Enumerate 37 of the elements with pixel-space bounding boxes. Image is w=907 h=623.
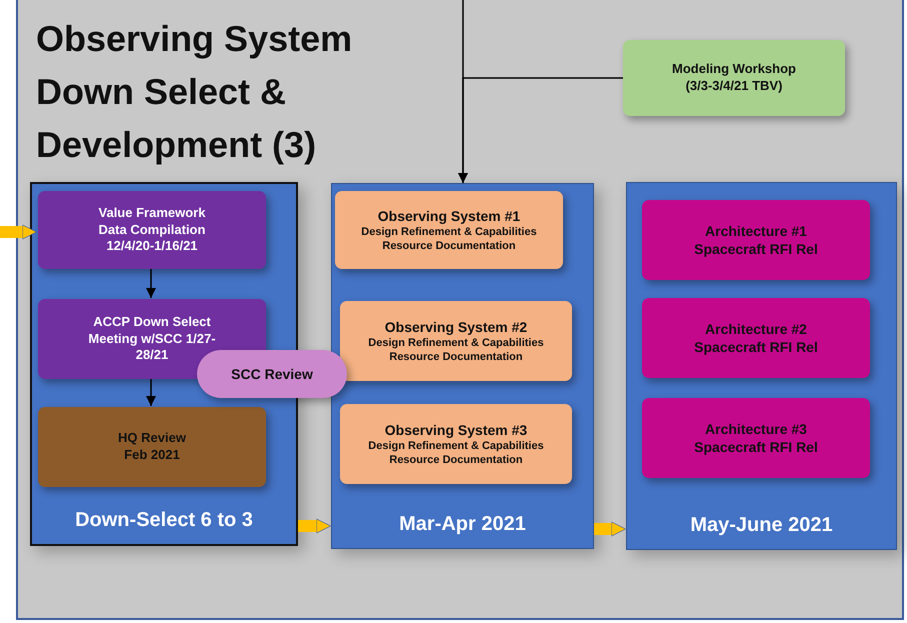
task-box xyxy=(642,298,870,378)
arrow xyxy=(146,378,156,406)
box-text: Architecture #2 Spacecraft RFI Rel xyxy=(693,320,819,356)
box-text: Modeling Workshop (3/3-3/4/21 TBV) xyxy=(671,61,797,95)
task-box xyxy=(38,299,266,379)
block-arrow xyxy=(298,518,331,534)
phase-column xyxy=(331,183,594,549)
title: Observing System Down Select & Development (3) xyxy=(36,17,354,167)
box-subtext: Design Refinement & Capabilities Resource Documentation xyxy=(367,438,545,468)
task-box xyxy=(340,301,572,381)
review-pill xyxy=(197,350,347,398)
arrow xyxy=(458,77,623,183)
phase-label: Down-Select 6 to 3 xyxy=(75,509,253,532)
task-box xyxy=(335,191,563,269)
phase-label: Mar-Apr 2021 xyxy=(399,513,526,536)
task-box xyxy=(38,191,266,269)
box-subtext: Design Refinement & Capabilities Resource Documentation xyxy=(360,224,538,254)
block-arrow xyxy=(0,224,37,240)
box-text: Observing System #2 xyxy=(384,318,528,336)
block-arrow xyxy=(594,522,626,536)
box-text: Architecture #3 Spacecraft RFI Rel xyxy=(693,420,819,456)
box-subtext: Design Refinement & Capabilities Resource Documentation xyxy=(367,336,545,364)
phase-column xyxy=(626,182,897,550)
task-box xyxy=(623,40,845,116)
task-box xyxy=(642,398,870,478)
box-text: Value Framework Data Compilation 12/4/20-1/16/21 xyxy=(98,204,206,256)
box-text: ACCP Down Select Meeting w/SCC 1/27-28/21 xyxy=(87,314,217,364)
task-box xyxy=(642,200,870,280)
task-box xyxy=(38,407,266,487)
task-box xyxy=(340,404,572,484)
box-text: HQ Review Feb 2021 xyxy=(117,430,187,464)
box-text: Observing System #3 xyxy=(384,420,528,439)
box-text: Observing System #1 xyxy=(378,206,520,225)
box-text: SCC Review xyxy=(231,364,313,384)
phase-label: May-June 2021 xyxy=(690,514,833,537)
arrow xyxy=(146,268,156,298)
box-text: Architecture #1 Spacecraft RFI Rel xyxy=(693,222,819,258)
